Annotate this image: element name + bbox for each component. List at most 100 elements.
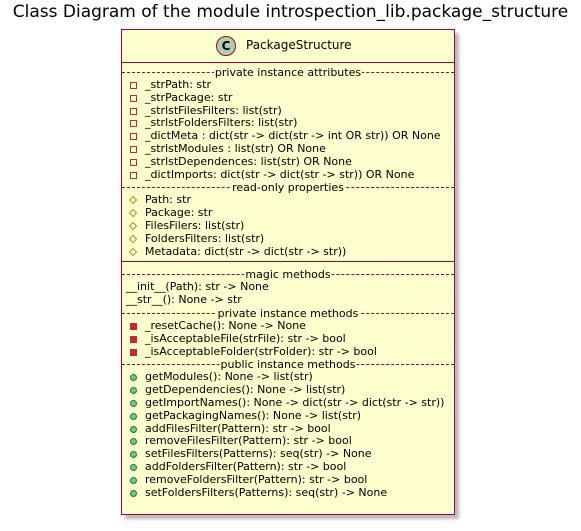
member-text: FoldersFilters: list(str)	[145, 231, 265, 245]
member-row: getDependencies(): None -> list(str)	[122, 383, 454, 397]
section-separator: private instance attributes	[122, 66, 454, 79]
private-attribute-icon	[130, 94, 137, 102]
diagram-title: Class Diagram of the module introspectio…	[12, 2, 569, 22]
protected-property-icon	[128, 196, 138, 205]
member-row: removeFoldersFilter(Pattern): str -> boo…	[122, 472, 454, 487]
protected-property-icon	[128, 234, 138, 244]
member-row: _strPath: str	[122, 78, 454, 92]
public-method-icon	[130, 425, 137, 433]
protected-property-icon	[128, 221, 138, 231]
public-method-icon	[130, 399, 137, 407]
member-row: _strPackage: str	[122, 90, 454, 105]
member-text: removeFilesFilter(Pattern): str -> bool	[145, 434, 352, 448]
member-row: _dictImports: dict(str -> dict(str -> st…	[122, 167, 454, 182]
member-text: addFilesFilter(Pattern): str -> bool	[145, 421, 331, 435]
section-label: read-only properties	[231, 181, 345, 195]
public-method-icon	[130, 489, 137, 497]
member-text: addFoldersFilter(Pattern): str -> bool	[145, 459, 347, 473]
member-text: removeFoldersFilter(Pattern): str -> boo…	[145, 472, 368, 486]
member-text: FilesFilers: list(str)	[145, 218, 245, 232]
section-label: private instance methods	[216, 306, 360, 320]
section-separator: magic methods	[122, 268, 454, 282]
header-divider	[122, 62, 454, 63]
member-text: _strlstDependences: list(str) OR None	[145, 154, 352, 168]
member-text: setFoldersFilters(Patterns): seq(str) ->…	[145, 485, 388, 499]
private-attribute-icon	[130, 145, 137, 153]
member-text: Package: str	[145, 206, 213, 220]
member-row: _isAcceptableFolder(strFolder): str -> b…	[122, 344, 454, 359]
member-row: _isAcceptableFile(strFile): str -> bool	[122, 331, 454, 346]
public-method-icon	[130, 374, 137, 382]
class-name: PackageStructure	[246, 38, 352, 52]
attributes-section: private instance attributes_strPath: str…	[122, 63, 454, 261]
member-row: Metadata: dict(str -> dict(str -> str))	[122, 244, 454, 259]
protected-property-icon	[128, 247, 138, 256]
member-row: FoldersFilters: list(str)	[122, 231, 454, 246]
member-text: getPackagingNames(): None -> list(str)	[145, 408, 362, 422]
member-row: setFoldersFilters(Patterns): seq(str) ->…	[122, 485, 454, 500]
section-label: magic methods	[244, 268, 332, 282]
member-row: getPackagingNames(): None -> list(str)	[122, 408, 454, 423]
member-text: setFilesFilters(Patterns): seq(str) -> N…	[145, 447, 372, 461]
member-text: _isAcceptableFolder(strFolder): str -> b…	[145, 344, 377, 358]
member-row: __str__(): None -> str	[122, 293, 454, 307]
attributes-methods-divider	[122, 261, 454, 263]
member-row: getModules(): None -> list(str)	[122, 370, 454, 384]
member-row: Package: str	[122, 206, 454, 220]
member-row: FilesFilers: list(str)	[122, 218, 454, 233]
member-text: _resetCache(): None -> None	[145, 318, 306, 332]
member-text: getModules(): None -> list(str)	[145, 370, 313, 384]
public-method-icon	[130, 476, 137, 484]
section-label: private instance attributes	[213, 66, 363, 79]
protected-property-icon	[128, 208, 138, 218]
section-separator: read-only properties	[122, 181, 454, 195]
member-text: __init__(Path): str -> None	[126, 280, 269, 294]
member-row: setFilesFilters(Patterns): seq(str) -> N…	[122, 447, 454, 461]
member-row: getImportNames(): None -> dict(str -> di…	[122, 395, 454, 410]
member-text: getDependencies(): None -> list(str)	[145, 383, 346, 397]
section-separator: public instance methods	[122, 358, 454, 372]
member-text: _dictMeta : dict(str -> dict(str -> int …	[145, 129, 441, 143]
section-label: public instance methods	[219, 358, 357, 372]
member-row: _dictMeta : dict(str -> dict(str -> int …	[122, 129, 454, 143]
member-row: _resetCache(): None -> None	[122, 318, 454, 333]
public-method-icon	[130, 451, 137, 459]
class-c-icon: C	[216, 36, 236, 56]
private-method-icon	[130, 322, 137, 330]
private-attribute-icon	[130, 171, 137, 179]
member-text: Metadata: dict(str -> dict(str -> str))	[145, 244, 347, 258]
member-text: Path: str	[145, 193, 191, 207]
member-row: addFilesFilter(Pattern): str -> bool	[122, 421, 454, 436]
member-row: removeFilesFilter(Pattern): str -> bool	[122, 434, 454, 448]
member-row: _strlstModules : list(str) OR None	[122, 141, 454, 156]
member-text: _isAcceptableFile(strFile): str -> bool	[145, 331, 346, 345]
public-method-icon	[130, 463, 137, 471]
member-text: _dictImports: dict(str -> dict(str -> st…	[145, 167, 415, 181]
member-text: _strlstModules : list(str) OR None	[145, 141, 326, 155]
member-row: addFoldersFilter(Pattern): str -> bool	[122, 459, 454, 474]
public-method-icon	[130, 412, 137, 420]
member-row: __init__(Path): str -> None	[122, 280, 454, 294]
member-text: _strlstFoldersFilters: list(str)	[145, 116, 298, 130]
section-separator: private instance methods	[122, 306, 454, 320]
private-attribute-icon	[130, 133, 137, 141]
member-row: Path: str	[122, 193, 454, 207]
member-text: _strPackage: str	[145, 90, 233, 104]
class-header: C PackageStructure	[122, 30, 454, 62]
private-attribute-icon	[130, 82, 137, 89]
member-row: _strlstFilesFilters: list(str)	[122, 103, 454, 118]
member-row: _strlstFoldersFilters: list(str)	[122, 116, 454, 130]
private-attribute-icon	[130, 158, 137, 166]
member-text: _strlstFilesFilters: list(str)	[145, 103, 282, 117]
methods-section: magic methods__init__(Path): str -> None…	[122, 262, 454, 499]
public-method-icon	[130, 387, 137, 395]
private-method-icon	[130, 348, 137, 356]
member-row: _strlstDependences: list(str) OR None	[122, 154, 454, 169]
class-box-package-structure: C PackageStructure private instance attr…	[121, 29, 455, 515]
private-attribute-icon	[130, 107, 137, 115]
member-text: getImportNames(): None -> dict(str -> di…	[145, 395, 445, 409]
member-text: _strPath: str	[145, 78, 211, 91]
member-text: __str__(): None -> str	[126, 293, 242, 307]
public-method-icon	[130, 438, 137, 446]
private-attribute-icon	[130, 120, 137, 128]
